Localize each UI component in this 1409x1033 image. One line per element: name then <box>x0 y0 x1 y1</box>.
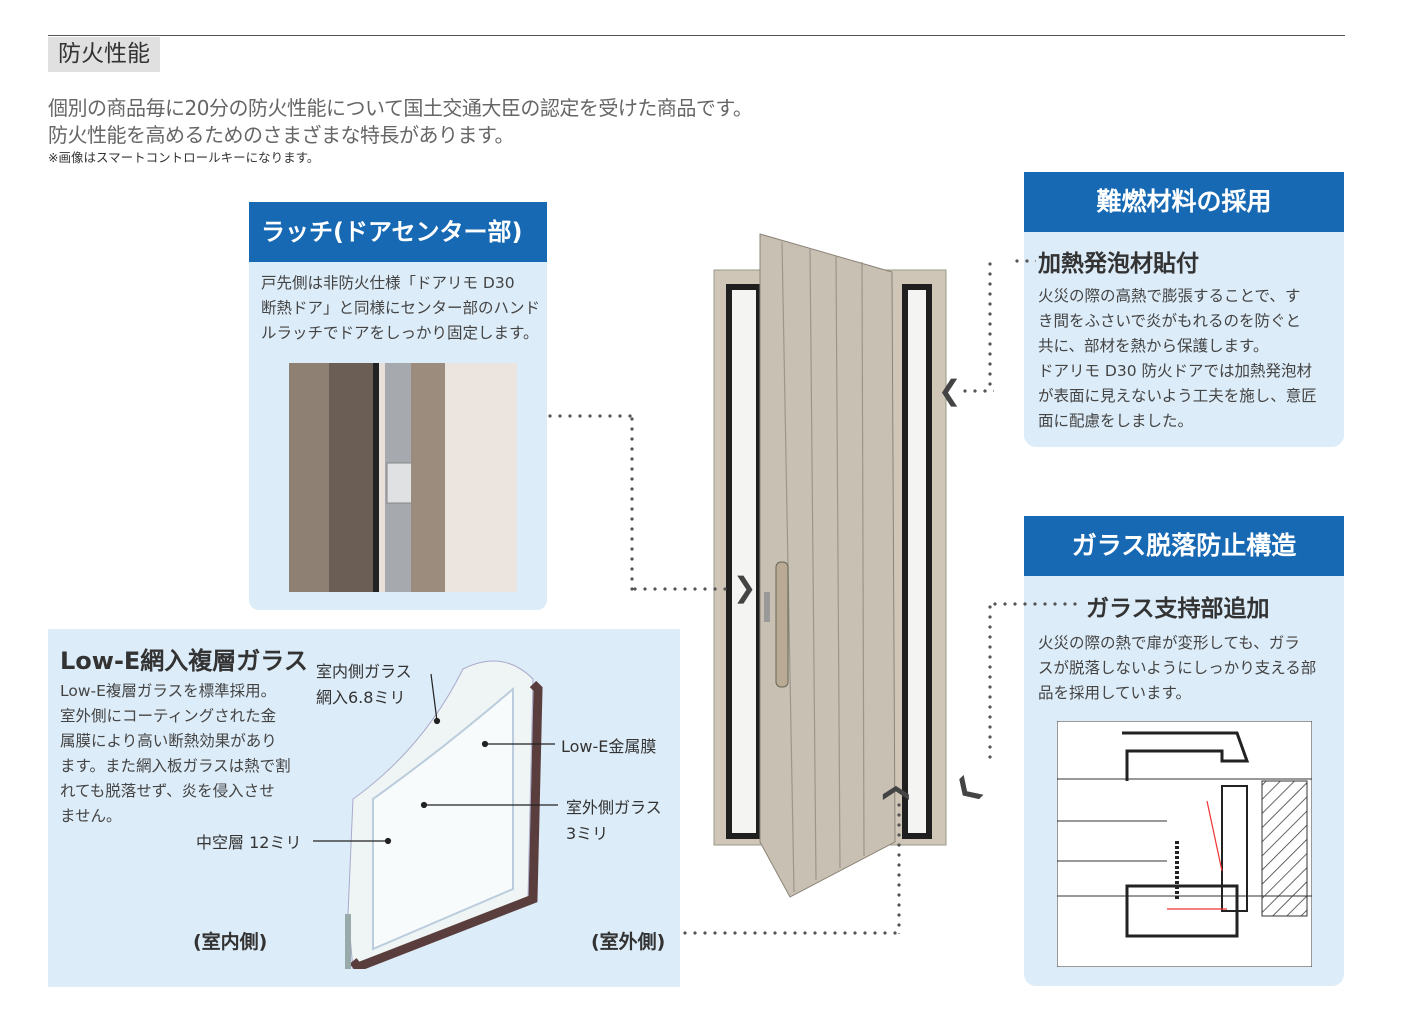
glass-fall-text-line: 品を採用しています。 <box>1038 684 1191 702</box>
flame-text-line: が表面に見えないよう工夫を施し、意匠 <box>1038 387 1317 405</box>
lowe-text-line: ます。また網入板ガラスは熱で割 <box>60 757 291 775</box>
outer-glass-label: 室外側ガラス 3ミリ <box>566 795 662 847</box>
latch-text-line: ルラッチでドアをしっかり固定します。 <box>261 324 539 342</box>
arrow-left-icon: ❮ <box>938 374 962 407</box>
arrow-right-icon: ❯ <box>733 571 757 604</box>
outdoor-label: (室外側) <box>591 931 666 953</box>
flame-text-line: き間をふさいで炎がもれるのを防ぐと <box>1038 312 1302 330</box>
outer-glass-label-line: 3ミリ <box>566 824 609 843</box>
glass-fall-text-line: スが脱落しないようにしっかり支える部 <box>1038 659 1317 677</box>
intro-line-1: 個別の商品毎に20分の防火性能について国土交通大臣の認定を受けた商品です。 <box>48 96 753 120</box>
connector-dots <box>630 587 730 591</box>
connector-dots <box>680 931 902 935</box>
latch-text-line: 断熱ドア」と同様にセンター部のハンド <box>261 299 541 317</box>
flame-text-line: 面に配慮をしました。 <box>1038 412 1194 430</box>
latch-photo <box>289 363 517 592</box>
connector-dots <box>988 602 992 762</box>
outer-glass-label-line: 室外側ガラス <box>566 798 662 817</box>
connector-dots <box>545 414 635 418</box>
intro-note: ※画像はスマートコントロールキーになります。 <box>48 150 320 165</box>
flame-text-line: ドアリモ D30 防火ドアでは加熱発泡材 <box>1038 362 1313 380</box>
flame-retardant-panel: 難燃材料の採用 加熱発泡材貼付 火災の際の高熱で膨張することで、す き間をふさい… <box>1024 172 1344 447</box>
connector-dots <box>960 389 994 393</box>
connector-dots <box>988 259 992 391</box>
lowe-text-line: れても脱落せず、炎を侵入させ <box>60 782 275 800</box>
section-tag: 防火性能 <box>48 37 160 72</box>
flame-retardant-title: 難燃材料の採用 <box>1024 172 1344 232</box>
latch-title: ラッチ(ドアセンター部) <box>249 202 547 262</box>
indoor-label: (室内側) <box>193 931 268 953</box>
lowe-text-line: ません。 <box>60 807 122 825</box>
door-image <box>713 233 947 898</box>
lowe-text-line: Low-E複層ガラスを標準採用。 <box>60 682 277 700</box>
air-layer-label: 中空層 12ミリ <box>196 833 302 852</box>
lowe-text-line: 属膜により高い断熱効果があり <box>60 732 277 750</box>
latch-panel: ラッチ(ドアセンター部) 戸先側は非防火仕様「ドアリモ D30 断熱ドア」と同様… <box>249 202 547 610</box>
glass-fall-subtitle: ガラス支持部追加 <box>1086 596 1270 622</box>
inner-glass-label-line: 網入6.8ミリ <box>316 688 406 707</box>
connector-dots <box>990 602 1082 606</box>
glass-cross-section-image <box>345 660 543 969</box>
top-rule <box>48 35 1345 36</box>
metal-film-label: Low-E金属膜 <box>561 737 657 756</box>
lowe-title: Low-E網入複層ガラス <box>60 647 308 675</box>
flame-retardant-subtitle: 加熱発泡材貼付 <box>1038 251 1199 277</box>
intro-line-2: 防火性能を高めるためのさまざまな特長があります。 <box>48 123 515 147</box>
arrow-down-left-icon: ❮ <box>946 768 987 809</box>
inner-glass-label: 室内側ガラス 網入6.8ミリ <box>316 659 412 711</box>
inner-glass-label-line: 室内側ガラス <box>316 662 412 681</box>
flame-text-line: 共に、部材を熱から保護します。 <box>1038 337 1269 355</box>
flame-text-line: 火災の際の高熱で膨張することで、す <box>1038 287 1301 305</box>
glass-fall-title: ガラス脱落防止構造 <box>1024 516 1344 576</box>
lowe-panel: Low-E網入複層ガラス Low-E複層ガラスを標準採用。 室外側にコーティング… <box>48 629 680 987</box>
connector-dots <box>897 800 901 934</box>
glass-fall-panel: ガラス脱落防止構造 ガラス支持部追加 火災の際の熱で扉が変形しても、ガラ スが脱… <box>1024 516 1344 986</box>
latch-text-line: 戸先側は非防火仕様「ドアリモ D30 <box>261 274 515 292</box>
glass-fall-text-line: 火災の際の熱で扉が変形しても、ガラ <box>1038 634 1300 652</box>
leader-lines <box>313 673 558 845</box>
connector-dots <box>1012 259 1036 263</box>
lowe-text-line: 室外側にコーティングされた金 <box>60 707 277 725</box>
connector-dots <box>630 414 634 592</box>
glass-support-diagram <box>1057 721 1312 967</box>
arrow-up-icon: ❮ <box>881 782 912 804</box>
